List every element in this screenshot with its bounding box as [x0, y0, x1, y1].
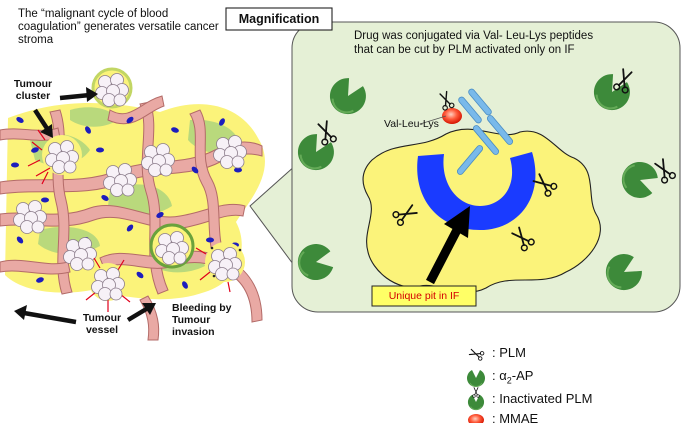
- bleeding-label: Bleeding by Tumour invasion: [172, 302, 232, 339]
- inactivated-icon: [467, 387, 485, 411]
- unique-pit: [417, 152, 536, 230]
- left-caption: The “malignant cycle of blood coagulatio…: [18, 8, 219, 47]
- tumour-tissue-illustration: [0, 67, 265, 341]
- pit-arrow-head: [444, 206, 470, 238]
- legend-icons: [466, 347, 486, 423]
- legend-label-mmae: : MMAE: [492, 411, 539, 423]
- legend-label-inactivated: : Inactivated PLM: [492, 391, 593, 406]
- legend-label-plm: : PLM: [492, 345, 526, 360]
- peptide-leader-line: [419, 115, 447, 125]
- legend-label-a2ap: : α2-AP: [492, 368, 534, 386]
- peptide-label: Val-Leu-Lys: [384, 118, 439, 130]
- annotation-arrows: [14, 87, 156, 325]
- magnification-description-2: that can be cut by PLM activated only on…: [354, 44, 575, 56]
- tumour-cluster-label: Tumour cluster: [13, 78, 53, 103]
- tumour-cell-clusters: [13, 67, 247, 312]
- scissors-icon: [468, 347, 485, 362]
- mmae-molecule: [442, 108, 462, 124]
- pit-label: Unique pit in IF: [388, 290, 460, 302]
- pacman-icon: [466, 369, 486, 388]
- pit-arrow: [426, 225, 462, 285]
- magnification-panel: [225, 7, 681, 313]
- magnification-description-1: Drug was conjugated via Val- Leu-Lys pep…: [354, 30, 594, 42]
- tumour-vessel-label: Tumour vessel: [82, 312, 122, 337]
- magnification-title: Magnification: [238, 12, 320, 26]
- antibody: [456, 88, 514, 175]
- mmae-icon: [468, 414, 484, 423]
- magnification-title-box: [225, 7, 333, 31]
- green-patch: [70, 107, 118, 127]
- pit-label-box: [371, 285, 477, 307]
